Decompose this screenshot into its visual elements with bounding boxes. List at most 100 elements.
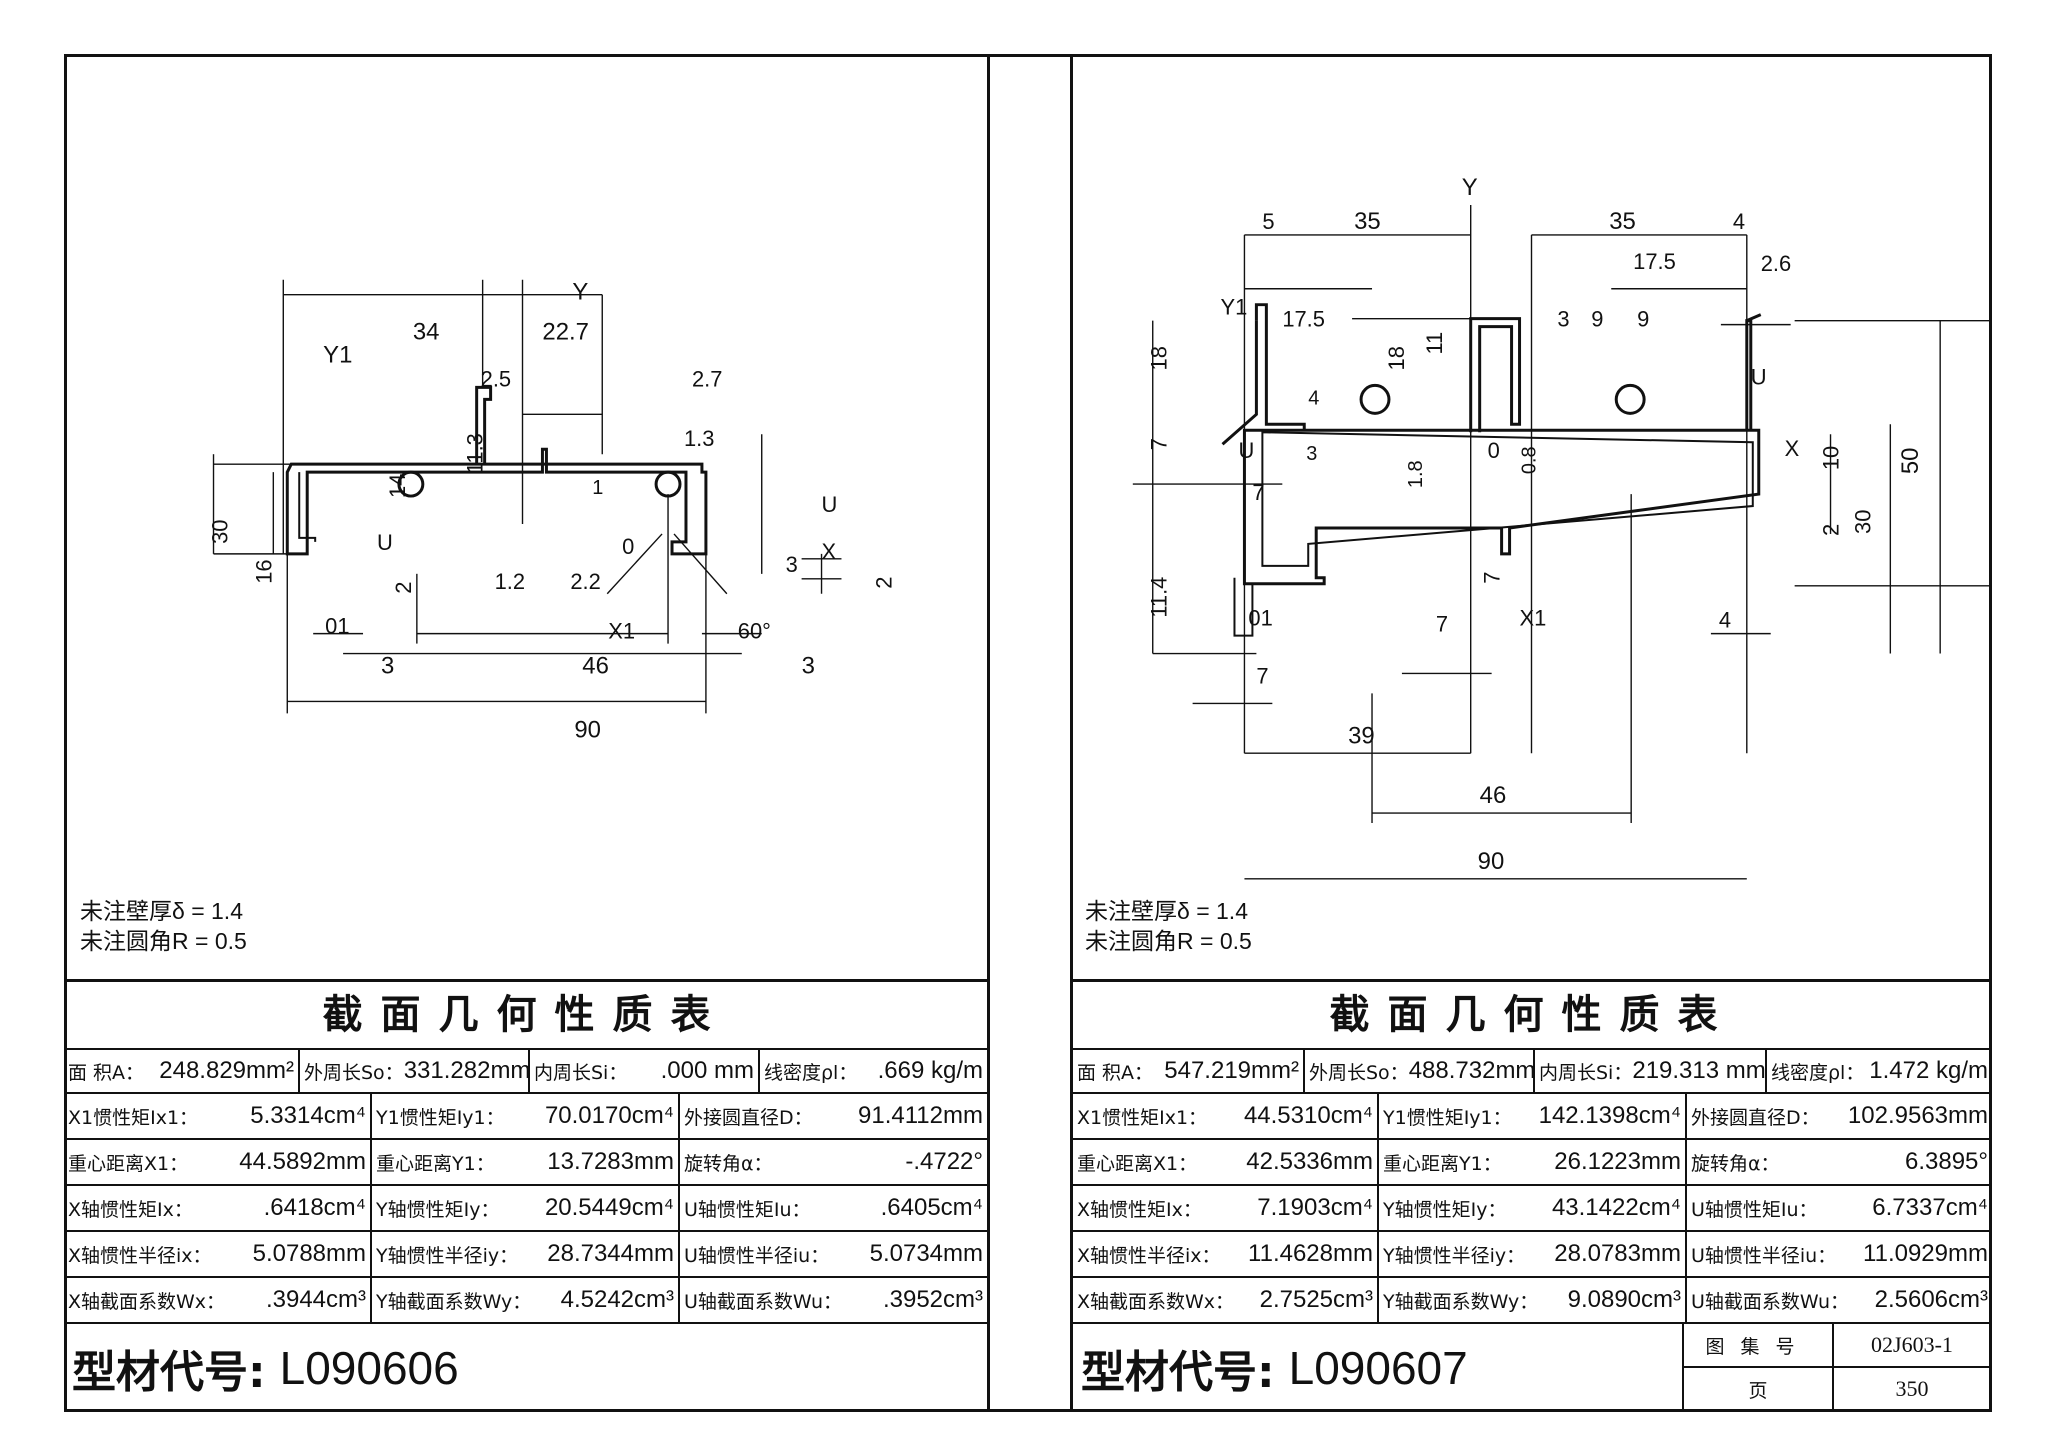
dim-3: 3	[1557, 307, 1569, 332]
dim-4-bottom: 4	[1719, 608, 1731, 633]
dim-7-inner: 7	[1252, 480, 1264, 505]
dim-1: 1	[592, 477, 603, 499]
dim-60-deg: 60°	[738, 619, 771, 644]
profile-code-value: L090606	[279, 1342, 459, 1394]
section-drawing-right: 5 35 Y 35 4 17.5 2.6 Y1 17.5 3 9 9 18 18…	[1073, 54, 1992, 979]
page-label: 页	[1684, 1368, 1834, 1410]
area-cell: 面 积A：248.829mm²	[64, 1050, 300, 1092]
table-cell: U轴截面系数Wu：.3952cm³	[684, 1286, 983, 1313]
dim-18-left: 18	[1147, 346, 1172, 370]
dim-2: 2	[1819, 524, 1844, 536]
dim-11-4: 11.4	[1147, 577, 1172, 618]
linear-density-cell: 线密度ρl：1.472 kg/m	[1771, 1057, 1988, 1084]
table-row: X轴惯性矩Ix：.6418cm⁴ Y轴惯性矩Iy：20.5449cm⁴ U轴惯性…	[64, 1186, 987, 1232]
note-wall-thickness: 未注壁厚δ = 1.4	[1085, 898, 1248, 924]
dim-34: 34	[413, 319, 440, 346]
dim-7-left-bottom: 7	[1256, 663, 1268, 688]
inner-perimeter-cell: 内周长Si：.000 mm	[530, 1050, 760, 1092]
table-title: 截面几何性质表	[1073, 982, 1992, 1050]
axis-x1-label: X1	[1520, 606, 1547, 631]
table-cell: X1惯性矩Ix1：5.3314cm⁴	[64, 1094, 372, 1138]
table-cell: X轴惯性矩Ix：.6418cm⁴	[64, 1186, 372, 1230]
table-row: 重心距离X1：42.5336mm 重心距离Y1：26.1223mm 旋转角α：6…	[1073, 1140, 1992, 1186]
table-cell: U轴截面系数Wu：2.5606cm³	[1691, 1286, 1988, 1313]
table-cell: Y轴惯性半径iy：28.7344mm	[372, 1232, 680, 1276]
dim-18-mid: 18	[1384, 346, 1409, 370]
dim-7-left: 7	[1147, 438, 1172, 450]
table-cell: X轴截面系数Wx：.3944cm³	[64, 1278, 372, 1322]
property-table-right: 截面几何性质表 面 积A：547.219mm² 外周长So：488.732mm …	[1073, 979, 1992, 1412]
drawing-sheet	[64, 54, 1992, 1412]
table-cell: Y轴惯性矩Iy：43.1422cm⁴	[1379, 1186, 1687, 1230]
table-cell: Y轴截面系数Wy：4.5242cm³	[372, 1278, 680, 1322]
dim-30: 30	[1850, 510, 1875, 534]
table-cell: 外接圆直径D：91.4112mm	[684, 1102, 983, 1129]
dim-2-5: 2.5	[481, 366, 511, 391]
table-row: X轴惯性半径ix：5.0788mm Y轴惯性半径iy：28.7344mm U轴惯…	[64, 1232, 987, 1278]
property-table-left: 截面几何性质表 面 积A：248.829mm² 外周长So：331.282mm …	[64, 979, 987, 1412]
dim-2-6: 2.6	[1761, 251, 1791, 276]
table-row: X轴惯性矩Ix：7.1903cm⁴ Y轴惯性矩Iy：43.1422cm⁴ U轴惯…	[1073, 1186, 1992, 1232]
profile-panel-right: 5 35 Y 35 4 17.5 2.6 Y1 17.5 3 9 9 18 18…	[1070, 54, 1992, 1412]
axis-y-label: Y	[572, 279, 588, 306]
profile-code-row: 型材代号: L090606	[64, 1324, 987, 1412]
dim-30: 30	[207, 520, 232, 544]
atlas-number-label: 图集号	[1684, 1324, 1834, 1368]
axis-u-label-right: U	[822, 492, 838, 517]
table-cell: U轴惯性半径iu：11.0929mm	[1691, 1240, 1988, 1267]
note-fillet-radius: 未注圆角R = 0.5	[1085, 928, 1252, 954]
dim-17-5-left: 17.5	[1282, 307, 1325, 332]
dim-4-top: 4	[1733, 209, 1745, 234]
dim-11-3: 11.3	[463, 433, 488, 474]
table-cell: U轴惯性矩Iu：.6405cm⁴	[684, 1194, 983, 1221]
axis-o-label: 0	[1488, 438, 1500, 463]
axis-o1-label: 01	[325, 614, 349, 639]
profile-code-value: L090607	[1288, 1342, 1468, 1394]
axis-x1-label: X1	[608, 619, 635, 644]
dim-3-mid: 3	[1306, 443, 1317, 465]
note-wall-thickness: 未注壁厚δ = 1.4	[80, 898, 243, 924]
dim-3-angle: 3	[786, 552, 798, 577]
axis-u-label-right: U	[1751, 364, 1767, 389]
table-cell: Y1惯性矩Iy1：142.1398cm⁴	[1379, 1094, 1687, 1138]
dim-90: 90	[1478, 848, 1505, 875]
dim-35-right: 35	[1609, 208, 1636, 235]
table-cell: Y1惯性矩Iy1：70.0170cm⁴	[372, 1094, 680, 1138]
table-row: X1惯性矩Ix1：44.5310cm⁴ Y1惯性矩Iy1：142.1398cm⁴…	[1073, 1094, 1992, 1140]
dim-9-a: 9	[1591, 307, 1603, 332]
table-cell: X1惯性矩Ix1：44.5310cm⁴	[1073, 1094, 1379, 1138]
title-block: 图集号 02J603-1 页 350	[1682, 1324, 1992, 1412]
table-cell: 旋转角α：-.4722°	[684, 1148, 983, 1175]
table-row: 重心距离X1：44.5892mm 重心距离Y1：13.7283mm 旋转角α：-…	[64, 1140, 987, 1186]
dim-2-7: 2.7	[692, 366, 722, 391]
axis-u-label-left: U	[1238, 438, 1254, 463]
notes-right: 未注壁厚δ = 1.4 未注圆角R = 0.5	[1085, 896, 1252, 956]
table-cell: X轴惯性半径ix：5.0788mm	[64, 1232, 372, 1276]
table-cell: U轴惯性半径iu：5.0734mm	[684, 1240, 983, 1267]
page-number: 350	[1895, 1376, 1929, 1401]
table-row: X1惯性矩Ix1：5.3314cm⁴ Y1惯性矩Iy1：70.0170cm⁴ 外…	[64, 1094, 987, 1140]
table-cell: 重心距离Y1：13.7283mm	[372, 1140, 680, 1184]
profile-code-label: 型材代号:	[72, 1347, 266, 1398]
dim-5: 5	[1262, 209, 1274, 234]
table-title: 截面几何性质表	[64, 982, 987, 1050]
dim-7-bottom: 7	[1436, 612, 1448, 637]
dim-50: 50	[1897, 448, 1924, 475]
dim-46: 46	[582, 652, 609, 679]
axis-o-label: 0	[622, 534, 634, 559]
dim-2-right: 2	[871, 577, 896, 589]
table-cell: Y轴惯性半径iy：28.0783mm	[1379, 1232, 1687, 1276]
axis-x-label: X	[822, 539, 837, 564]
dim-1-3: 1.3	[684, 426, 714, 451]
dim-9-b: 9	[1637, 307, 1649, 332]
table-row: X轴惯性半径ix：11.4628mm Y轴惯性半径iy：28.0783mm U轴…	[1073, 1232, 1992, 1278]
dim-39: 39	[1348, 722, 1375, 749]
outer-perimeter-cell: 外周长So：488.732mm	[1305, 1050, 1535, 1092]
table-cell: X轴截面系数Wx：2.7525cm³	[1073, 1278, 1379, 1322]
dim-3-right: 3	[802, 652, 815, 679]
dim-4-mid: 4	[1308, 387, 1319, 409]
dim-1-2: 1.2	[495, 569, 525, 594]
table-row: X轴截面系数Wx：2.7525cm³ Y轴截面系数Wy：9.0890cm³ U轴…	[1073, 1278, 1992, 1324]
table-cell: 重心距离Y1：26.1223mm	[1379, 1140, 1687, 1184]
table-cell: 重心距离X1：42.5336mm	[1073, 1140, 1379, 1184]
